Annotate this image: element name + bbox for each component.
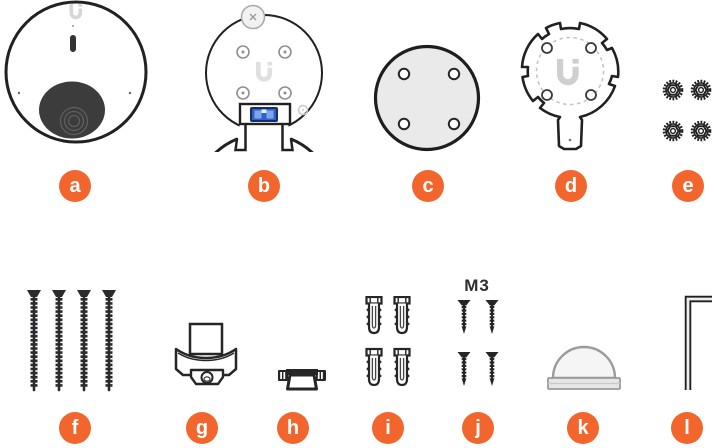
- item-badge-c: c: [412, 170, 444, 202]
- part-c: [372, 43, 484, 155]
- nuts-illustration: [662, 79, 712, 142]
- mounting-plate-illustration: [520, 21, 620, 151]
- item-badge-a: a: [59, 170, 91, 202]
- item-badge-d: d: [555, 170, 587, 202]
- long-screw: [27, 290, 116, 392]
- mount-leg-right: [281, 122, 294, 152]
- m3-screw: [457, 300, 499, 386]
- anchors-illustration: [365, 296, 411, 387]
- item-badge-k: k: [567, 412, 599, 444]
- camera-front-illustration: [4, 0, 148, 144]
- mount-adapter-illustration: [174, 322, 238, 386]
- item-badge-j: j: [462, 412, 494, 444]
- part-b: [184, 0, 344, 152]
- part-e: [658, 76, 716, 146]
- part-l: [680, 290, 717, 394]
- m3-screws-illustration: [457, 300, 499, 386]
- part-j: [452, 298, 504, 392]
- hex-key-outline: [684, 295, 712, 390]
- backing-plate-illustration: [373, 44, 481, 152]
- notched-plate-outline: [520, 21, 620, 151]
- plate-holes: [397, 67, 461, 131]
- item-badge-h: h: [277, 412, 309, 444]
- item-badge-i: i: [372, 412, 404, 444]
- hex-key-illustration: [684, 295, 712, 390]
- part-a: [3, 0, 153, 150]
- part-d: [516, 16, 626, 156]
- knurled-nut: [662, 79, 712, 142]
- part-k: [543, 344, 627, 392]
- plate-holes: [541, 42, 597, 101]
- part-f: [22, 288, 132, 394]
- plate-disc: [373, 44, 481, 152]
- part-g: [173, 322, 239, 392]
- m3-size-label: M3: [464, 276, 490, 295]
- item-badge-g: g: [186, 412, 218, 444]
- camera-lens: [39, 81, 105, 139]
- item-badge-b: b: [248, 170, 280, 202]
- clip-illustration: [278, 369, 326, 391]
- long-screws-illustration: [27, 290, 116, 392]
- item-badge-f: f: [59, 412, 91, 444]
- wall-anchor: [365, 296, 411, 387]
- mount-leg-left: [234, 122, 247, 152]
- item-badge-e: e: [672, 170, 704, 202]
- part-h: [277, 362, 327, 396]
- status-slot: [70, 35, 76, 52]
- dome-shell: [551, 345, 617, 380]
- camera-rear-illustration: [205, 4, 323, 152]
- item-badge-l: l: [671, 412, 703, 444]
- part-i: [362, 296, 414, 392]
- dome-cover-illustration: [547, 345, 621, 390]
